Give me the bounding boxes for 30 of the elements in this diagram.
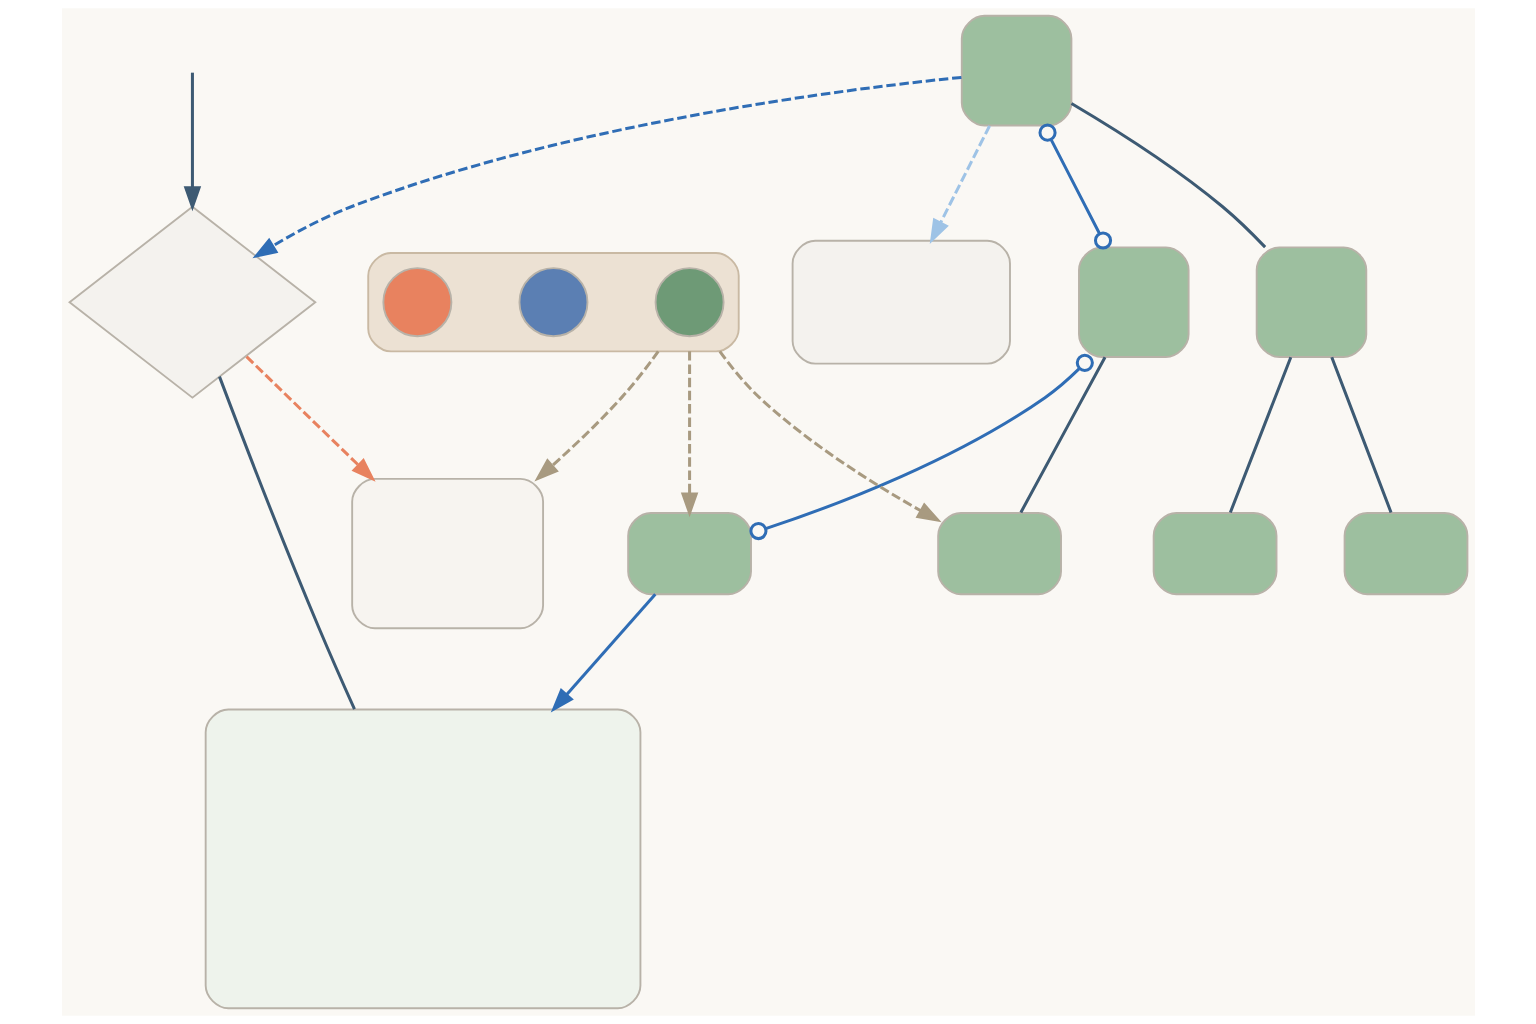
arrow xyxy=(252,75,962,259)
node-box xyxy=(1077,246,1190,358)
node-box xyxy=(1343,512,1468,596)
node-diamond xyxy=(67,205,317,399)
arrow xyxy=(183,72,201,212)
arrow xyxy=(718,350,942,523)
node-box xyxy=(936,512,1062,596)
node-circle xyxy=(518,267,588,338)
node-box xyxy=(791,239,1011,365)
node-box xyxy=(960,14,1072,127)
node-circle xyxy=(381,267,452,338)
node-circle xyxy=(654,267,725,338)
connector xyxy=(1329,356,1392,513)
arrow xyxy=(680,351,698,518)
connector xyxy=(1019,356,1106,514)
connector xyxy=(1070,102,1266,249)
node-box xyxy=(1152,512,1277,596)
arrow xyxy=(929,125,991,245)
node-box xyxy=(626,512,752,596)
arrow xyxy=(550,593,656,713)
arrow xyxy=(533,350,659,482)
arrow xyxy=(245,355,376,482)
node-box xyxy=(350,477,544,630)
connector xyxy=(748,353,1094,541)
node-box xyxy=(1255,246,1367,358)
connector xyxy=(217,376,356,710)
node-box xyxy=(204,708,641,1010)
connector xyxy=(1228,356,1292,513)
cluster xyxy=(366,252,740,353)
connector xyxy=(1038,123,1112,250)
